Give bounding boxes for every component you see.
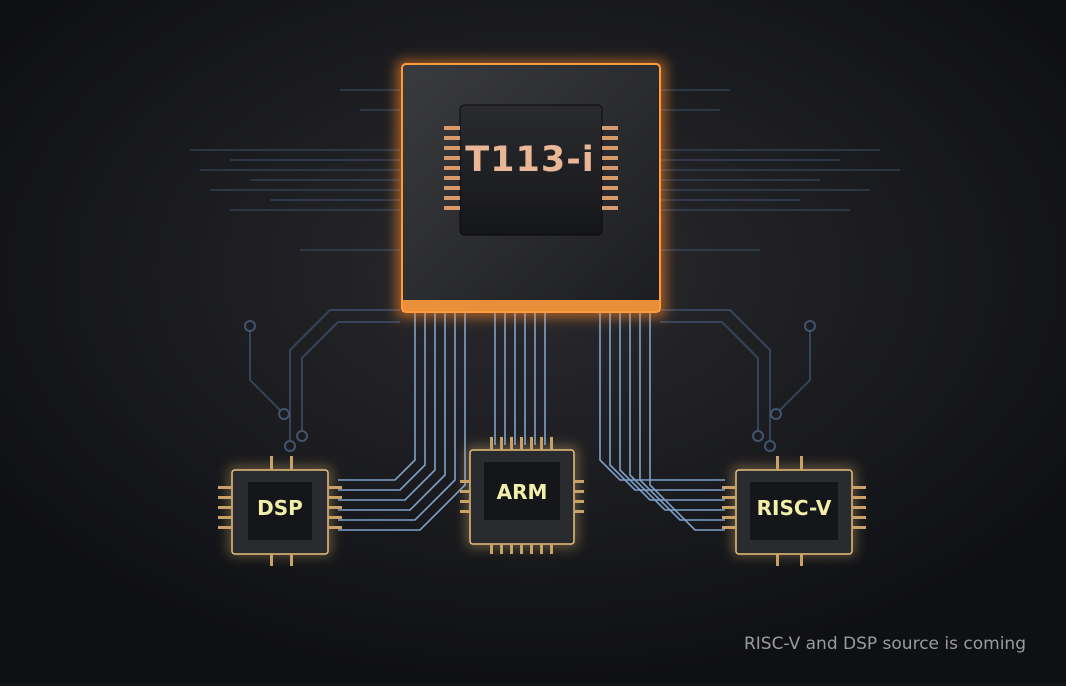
arm-chip-pins: [460, 437, 584, 554]
trace-pads: [244, 320, 816, 452]
riscv-chip: [722, 456, 866, 566]
connection-traces: [338, 312, 725, 531]
main-chip: [401, 63, 661, 313]
background-traces: [190, 89, 900, 251]
dsp-chip-label: DSP: [257, 496, 303, 520]
arm-chip: [460, 437, 584, 554]
side-traces: [249, 309, 811, 440]
source-caption: RISC-V and DSP source is coming: [743, 634, 1026, 654]
riscv-chip-pins: [722, 456, 866, 566]
arm-chip-label: ARM: [496, 480, 548, 504]
dsp-chip: [218, 456, 342, 566]
riscv-chip-label: RISC-V: [756, 496, 832, 520]
main-chip-pins: [444, 126, 618, 210]
main-chip-label: T113-i: [465, 140, 595, 180]
dsp-chip-pins: [218, 456, 342, 566]
